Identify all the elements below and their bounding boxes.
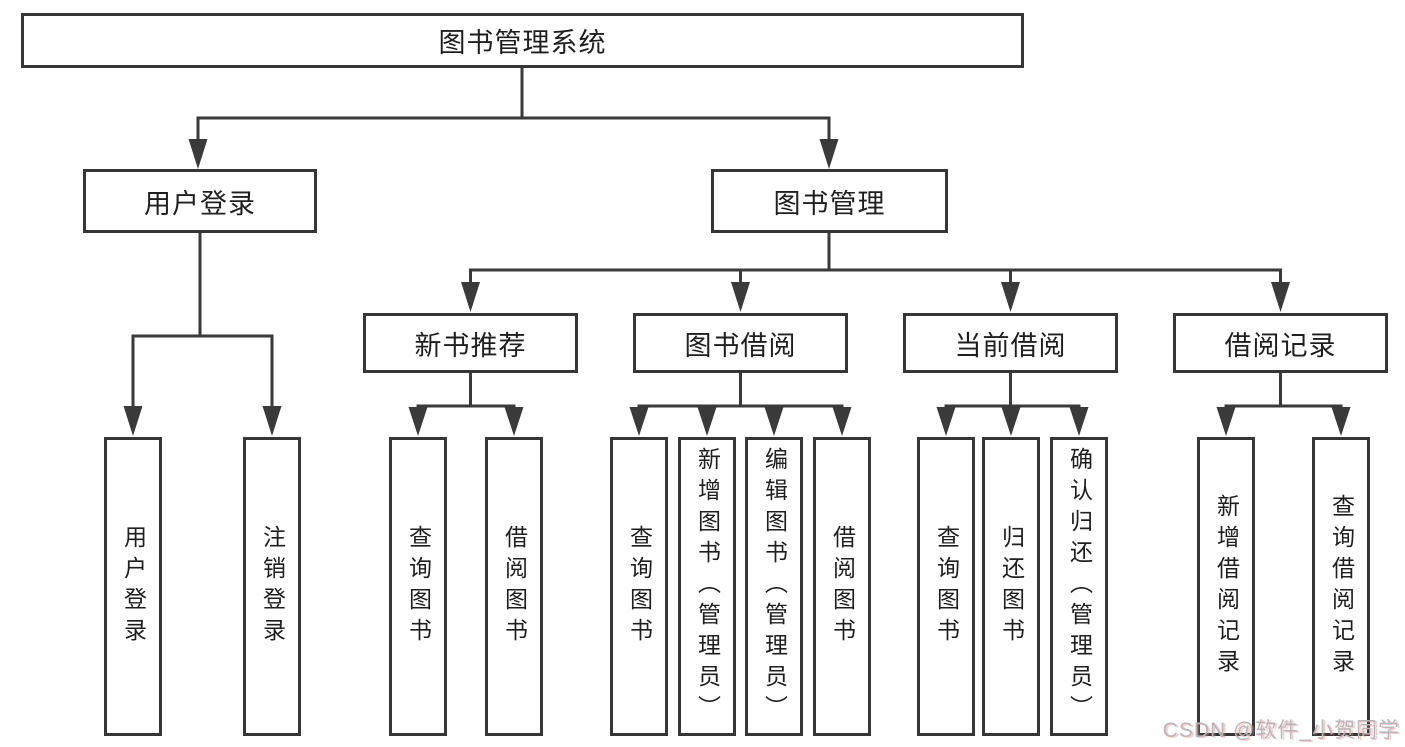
leaf-query-borrow-record: 查询借阅记录 bbox=[1312, 437, 1370, 736]
node-label: 查询图书 bbox=[405, 524, 432, 649]
node-label: 借阅图书 bbox=[501, 524, 528, 649]
node-label: 注销登录 bbox=[259, 524, 286, 649]
arrowheads bbox=[123, 139, 1351, 436]
leaf-add-borrow-record: 新增借阅记录 bbox=[1197, 437, 1255, 736]
node-library-system: 图书管理系统 bbox=[21, 13, 1024, 68]
node-current-borrow: 当前借阅 bbox=[903, 313, 1118, 373]
node-label: 借阅图书 bbox=[829, 524, 856, 649]
node-new-book-recommend: 新书推荐 bbox=[363, 313, 578, 373]
leaf-query-book-recommend: 查询图书 bbox=[389, 437, 447, 736]
node-label: 图书借阅 bbox=[684, 330, 797, 361]
node-label: 新书推荐 bbox=[414, 330, 527, 361]
leaf-user-login: 用户登录 bbox=[104, 437, 162, 736]
node-label: 确认归还（管理员） bbox=[1066, 447, 1093, 726]
node-label: 用户登录 bbox=[144, 188, 256, 219]
node-label: 查询图书 bbox=[933, 524, 960, 649]
node-label: 归还图书 bbox=[998, 524, 1025, 649]
node-borrow-records: 借阅记录 bbox=[1173, 313, 1388, 373]
node-label: 查询借阅记录 bbox=[1328, 493, 1355, 680]
leaf-query-book-current: 查询图书 bbox=[917, 437, 975, 736]
node-book-management: 图书管理 bbox=[711, 169, 948, 233]
node-label: 新增图书（管理员） bbox=[694, 447, 721, 726]
node-user-login: 用户登录 bbox=[83, 169, 317, 233]
node-label: 当前借阅 bbox=[954, 330, 1067, 361]
node-label: 查询图书 bbox=[626, 524, 653, 649]
leaf-return-book: 归还图书 bbox=[982, 437, 1040, 736]
node-label: 用户登录 bbox=[120, 524, 147, 649]
leaf-borrow-book: 借阅图书 bbox=[813, 437, 871, 736]
node-label: 新增借阅记录 bbox=[1213, 493, 1240, 680]
leaf-add-book-admin: 新增图书（管理员） bbox=[678, 437, 736, 736]
leaf-logout: 注销登录 bbox=[243, 437, 301, 736]
node-book-borrow: 图书借阅 bbox=[633, 313, 848, 373]
csdn-watermark: CSDN @软件_小贺同学 bbox=[1162, 719, 1400, 742]
node-label: 图书管理 bbox=[773, 188, 886, 219]
leaf-borrow-book-recommend: 借阅图书 bbox=[485, 437, 543, 736]
leaf-confirm-return-admin: 确认归还（管理员） bbox=[1050, 437, 1108, 736]
node-label: 编辑图书（管理员） bbox=[761, 447, 788, 726]
node-label: 借阅记录 bbox=[1224, 330, 1337, 361]
node-label: 图书管理系统 bbox=[438, 28, 607, 58]
leaf-edit-book-admin: 编辑图书（管理员） bbox=[745, 437, 803, 736]
leaf-query-book-borrow: 查询图书 bbox=[610, 437, 668, 736]
